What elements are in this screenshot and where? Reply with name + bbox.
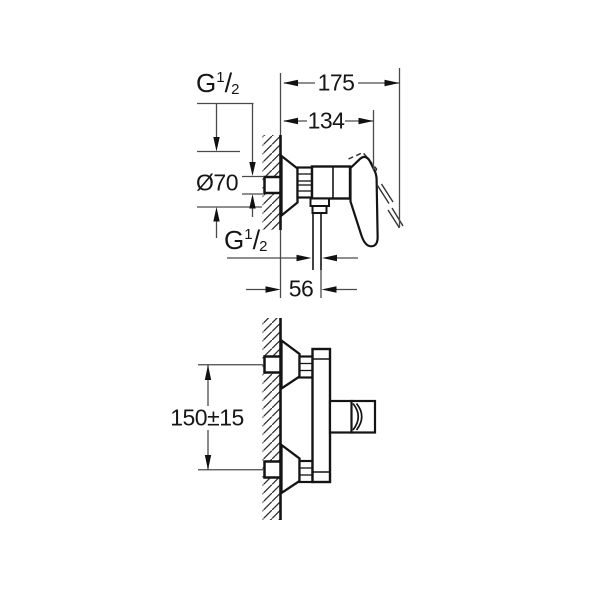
dim-thread-bottom (227, 254, 358, 262)
escutcheon-cone-lower (280, 442, 301, 496)
dim-label-outlet-offset: 56 (288, 275, 314, 302)
arrow-down-icon (204, 455, 212, 470)
arrow-left-icon (283, 117, 298, 125)
arrow-right-icon (384, 79, 400, 87)
dim-56 (246, 286, 357, 293)
handle-swing-marks (376, 183, 404, 229)
handle-cap-curve (352, 402, 360, 431)
dimensions-side (197, 68, 401, 298)
mixer-front (263, 338, 377, 496)
hex-nut-upper (298, 355, 314, 379)
thread-size-label-bottom: G1/2 (224, 225, 268, 255)
arrow-up-icon (213, 207, 220, 222)
handle-cap-curve (355, 402, 363, 431)
arrow-up-icon (249, 194, 256, 209)
dim-label-connection-spacing: 150±15 (170, 404, 244, 431)
arrow-up-icon (204, 365, 212, 380)
dim-label-escutcheon-diameter: Ø70 (196, 169, 238, 196)
front-view (198, 318, 377, 520)
union-nut (263, 175, 282, 195)
escutcheon-cone (280, 153, 299, 218)
hex-nut-lower (298, 459, 314, 484)
thread-slash: / (224, 68, 232, 98)
arrow-right-icon (265, 286, 281, 293)
escutcheon-cone-upper (280, 338, 301, 391)
outlet-step (311, 205, 328, 214)
dim-label-total-projection: 175 (317, 69, 355, 96)
lever-handle (349, 155, 379, 248)
arrow-left-icon (283, 79, 298, 87)
cartridge-cap-dashed (348, 151, 378, 200)
outlet-flange (309, 197, 330, 207)
thread-denominator: 2 (231, 81, 240, 98)
body-bar (311, 347, 332, 484)
handle-neck (328, 399, 354, 434)
thread-numerator: 1 (244, 226, 253, 243)
thread-denominator: 2 (259, 238, 268, 255)
wall-section-front (262, 318, 282, 520)
union-nut-upper (263, 355, 282, 374)
hex-nut (296, 166, 314, 199)
dim-label-body-projection: 134 (307, 107, 345, 134)
dim-134 (283, 117, 374, 125)
mixer-side (263, 151, 404, 270)
arrow-left-icon (322, 254, 337, 262)
dim-150 (198, 364, 264, 471)
side-view (197, 68, 404, 298)
thread-numerator: 1 (216, 69, 225, 86)
thread-size-label-top: G1/2 (196, 68, 240, 98)
valve-body (310, 165, 352, 200)
thread-base: G (196, 68, 217, 98)
arrow-down-icon (213, 137, 220, 152)
thread-slash: / (252, 225, 260, 255)
wall-hatching (262, 318, 281, 520)
hex-nut-flats (297, 173, 312, 192)
dim-175 (283, 79, 400, 87)
arrow-right-icon (296, 254, 312, 262)
thread-base: G (224, 225, 245, 255)
union-nut-lower (263, 460, 282, 479)
arrow-down-icon (249, 162, 256, 176)
arrow-right-icon (358, 117, 374, 125)
dim-thread-top-and-d70 (197, 102, 263, 238)
arrow-left-icon (321, 286, 337, 293)
